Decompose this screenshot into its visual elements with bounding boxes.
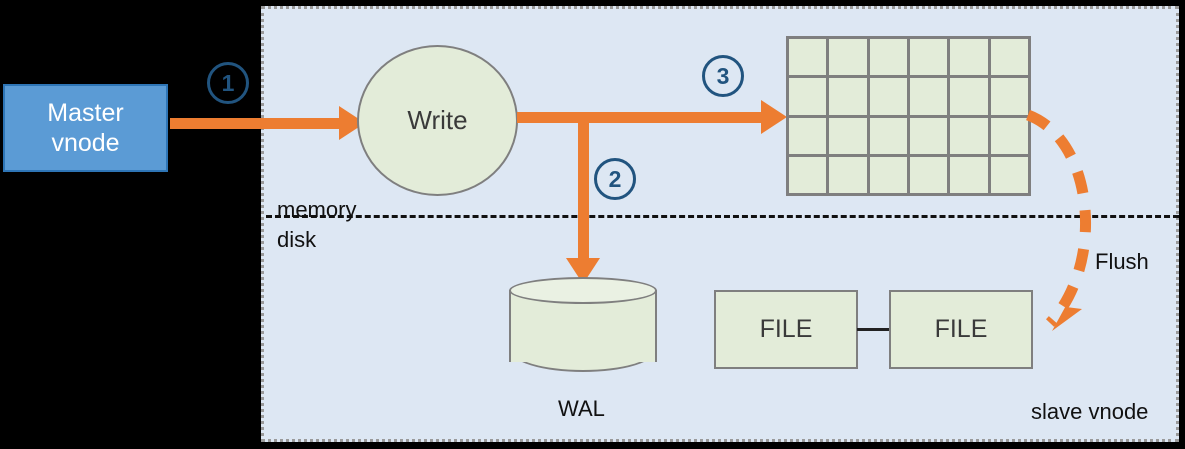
master-vnode-box[interactable]: Master vnode xyxy=(3,84,168,172)
flush-arrow xyxy=(1025,109,1091,331)
file-box-2[interactable]: FILE xyxy=(889,290,1033,369)
master-vnode-label-line1: Master xyxy=(47,98,124,127)
flush-label: Flush xyxy=(1095,249,1149,274)
grid-cell xyxy=(829,78,867,115)
file-link-connector xyxy=(857,328,890,331)
grid-cell xyxy=(869,156,907,193)
master-vnode-label-line2: vnode xyxy=(51,129,120,157)
step-badge-3: 3 xyxy=(702,55,744,97)
file-box-1[interactable]: FILE xyxy=(714,290,858,369)
grid-cell xyxy=(909,156,948,193)
grid-cell xyxy=(950,156,988,193)
grid-cell xyxy=(950,39,988,76)
grid-cell xyxy=(990,156,1028,193)
grid-cell xyxy=(909,39,948,76)
grid-cell xyxy=(789,39,827,76)
wal-label: WAL xyxy=(558,396,605,421)
grid-cell xyxy=(829,117,867,154)
slave-vnode-label: slave vnode xyxy=(1031,399,1149,424)
step-badge-1: 1 xyxy=(207,62,249,104)
grid-cell xyxy=(990,78,1028,115)
grid-cell xyxy=(869,117,907,154)
grid-cell xyxy=(990,117,1028,154)
disk-label: disk xyxy=(277,227,317,252)
memory-disk-divider xyxy=(266,215,1179,218)
grid-cell xyxy=(829,156,867,193)
grid-cell xyxy=(869,39,907,76)
wal-cylinder[interactable] xyxy=(509,277,657,374)
grid-cell xyxy=(909,117,948,154)
memory-label: memory xyxy=(277,197,357,222)
memory-table-grid xyxy=(786,36,1031,196)
arrow-write-to-grid-line xyxy=(517,112,775,123)
grid-cell xyxy=(950,117,988,154)
arrow-master-to-write-line xyxy=(170,118,343,129)
grid-cell xyxy=(990,39,1028,76)
wal-cylinder-top xyxy=(509,277,657,304)
grid-cell xyxy=(869,78,907,115)
grid-cell xyxy=(909,78,948,115)
arrow-write-to-grid-head xyxy=(761,100,787,134)
grid-cell xyxy=(829,39,867,76)
write-node-label: Write xyxy=(407,105,468,135)
step-badge-2: 2 xyxy=(594,158,636,200)
grid-cell xyxy=(950,78,988,115)
grid-cell xyxy=(789,78,827,115)
grid-cell xyxy=(789,117,827,154)
write-node[interactable]: Write xyxy=(357,45,518,196)
arrow-write-to-wal-line xyxy=(578,112,589,264)
grid-cell xyxy=(789,156,827,193)
